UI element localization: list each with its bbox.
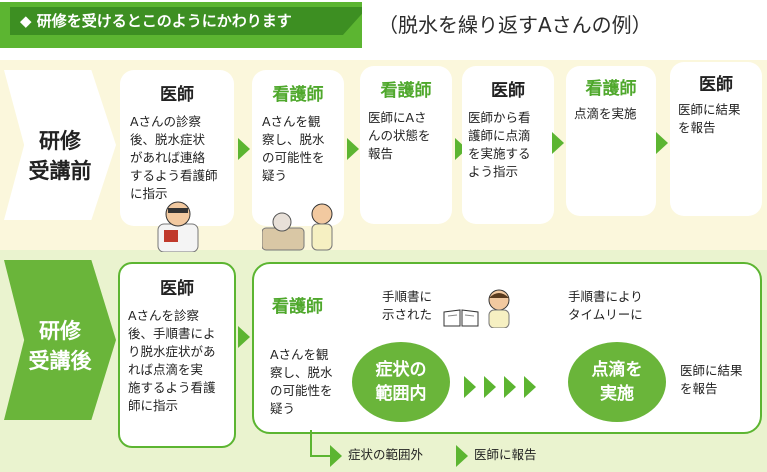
step-text: Aさんを診察後、手順書によ り脱水症状があれば点滴を実 施するよう看護師に指示 xyxy=(128,308,216,413)
flow-arrow-icon xyxy=(238,138,250,160)
manual-book-icon xyxy=(443,309,479,327)
doctor-figure-icon xyxy=(157,201,199,252)
branch-line xyxy=(310,455,332,457)
example-caption: （脱水を繰り返すAさんの例） xyxy=(378,13,652,37)
flow-arrow-icon xyxy=(552,132,564,154)
step-text: 点滴を実施 xyxy=(574,106,637,121)
step-role: 看護師 xyxy=(380,81,432,101)
before-step-1: 医師 Aさんの診察後、脱水症状 があれば連絡するよう看護師 に指示 xyxy=(120,70,234,226)
flow-arrow-icon xyxy=(524,376,536,398)
before-step-6: 医師 医師に結果を報告 xyxy=(670,62,762,216)
flow-arrow-icon xyxy=(464,376,476,398)
after-report-text: 医師に結果を報告 xyxy=(680,363,743,396)
step-role: 医師 xyxy=(699,75,733,95)
header-example-panel xyxy=(362,2,767,48)
out-of-range-label: 症状の範囲外 xyxy=(348,447,424,462)
after-nurse-frame xyxy=(252,262,762,434)
timely-note: 手順書によりタイムリーに xyxy=(568,289,643,322)
before-label: 研修受講前 xyxy=(28,129,92,183)
flow-arrow-icon xyxy=(330,445,342,467)
flow-arrow-icon xyxy=(456,445,468,467)
header-tab xyxy=(10,7,368,35)
flow-arrow-icon xyxy=(656,132,668,154)
step-role: 医師 xyxy=(160,279,194,299)
step-text: 医師から看護師に点滴 を実施するよう指示 xyxy=(468,110,531,179)
page-title: ◆ 研修を受けるとこのようにかわります xyxy=(20,12,292,30)
step-text: 医師にAさんの状態を 報告 xyxy=(368,110,431,161)
before-step-2: 看護師 Aさんを観察し、脱水 の可能性を疑う xyxy=(252,70,344,226)
before-step-4: 医師 医師から看護師に点滴 を実施するよう指示 xyxy=(462,66,554,224)
within-range-circle: 症状の範囲内 xyxy=(352,342,450,422)
flow-arrow-icon xyxy=(484,376,496,398)
drip-circle: 点滴を実施 xyxy=(568,342,666,422)
branch-line xyxy=(310,430,312,456)
step-text: Aさんの診察後、脱水症状 があれば連絡するよう看護師 に指示 xyxy=(130,114,218,201)
manual-note: 手順書に示された xyxy=(382,289,433,322)
flow-arrow-icon xyxy=(347,138,359,160)
step-role: 医師 xyxy=(491,81,525,101)
report-doctor-label: 医師に報告 xyxy=(474,447,537,462)
before-step-3: 看護師 医師にAさんの状態を 報告 xyxy=(360,66,452,224)
step-role: 看護師 xyxy=(585,79,637,99)
step-text: 医師に結果を報告 xyxy=(678,102,741,135)
step-role: 医師 xyxy=(160,85,194,105)
after-nurse-text: Aさんを観察し、脱水 の可能性を疑う xyxy=(270,347,333,416)
after-label: 研修受講後 xyxy=(28,319,92,373)
nurse-figure-icon xyxy=(488,289,510,328)
nurse-patient-figure-icon xyxy=(262,203,333,251)
before-step-5: 看護師 点滴を実施 xyxy=(566,66,656,216)
after-doctor-card: 医師 Aさんを診察後、手順書によ り脱水症状があれば点滴を実 施するよう看護師に… xyxy=(118,262,236,448)
after-nurse-role: 看護師 xyxy=(272,297,323,317)
step-role: 看護師 xyxy=(272,85,324,105)
flow-arrow-icon xyxy=(238,326,250,348)
step-text: Aさんを観察し、脱水 の可能性を疑う xyxy=(262,114,325,183)
flow-arrow-icon xyxy=(504,376,516,398)
